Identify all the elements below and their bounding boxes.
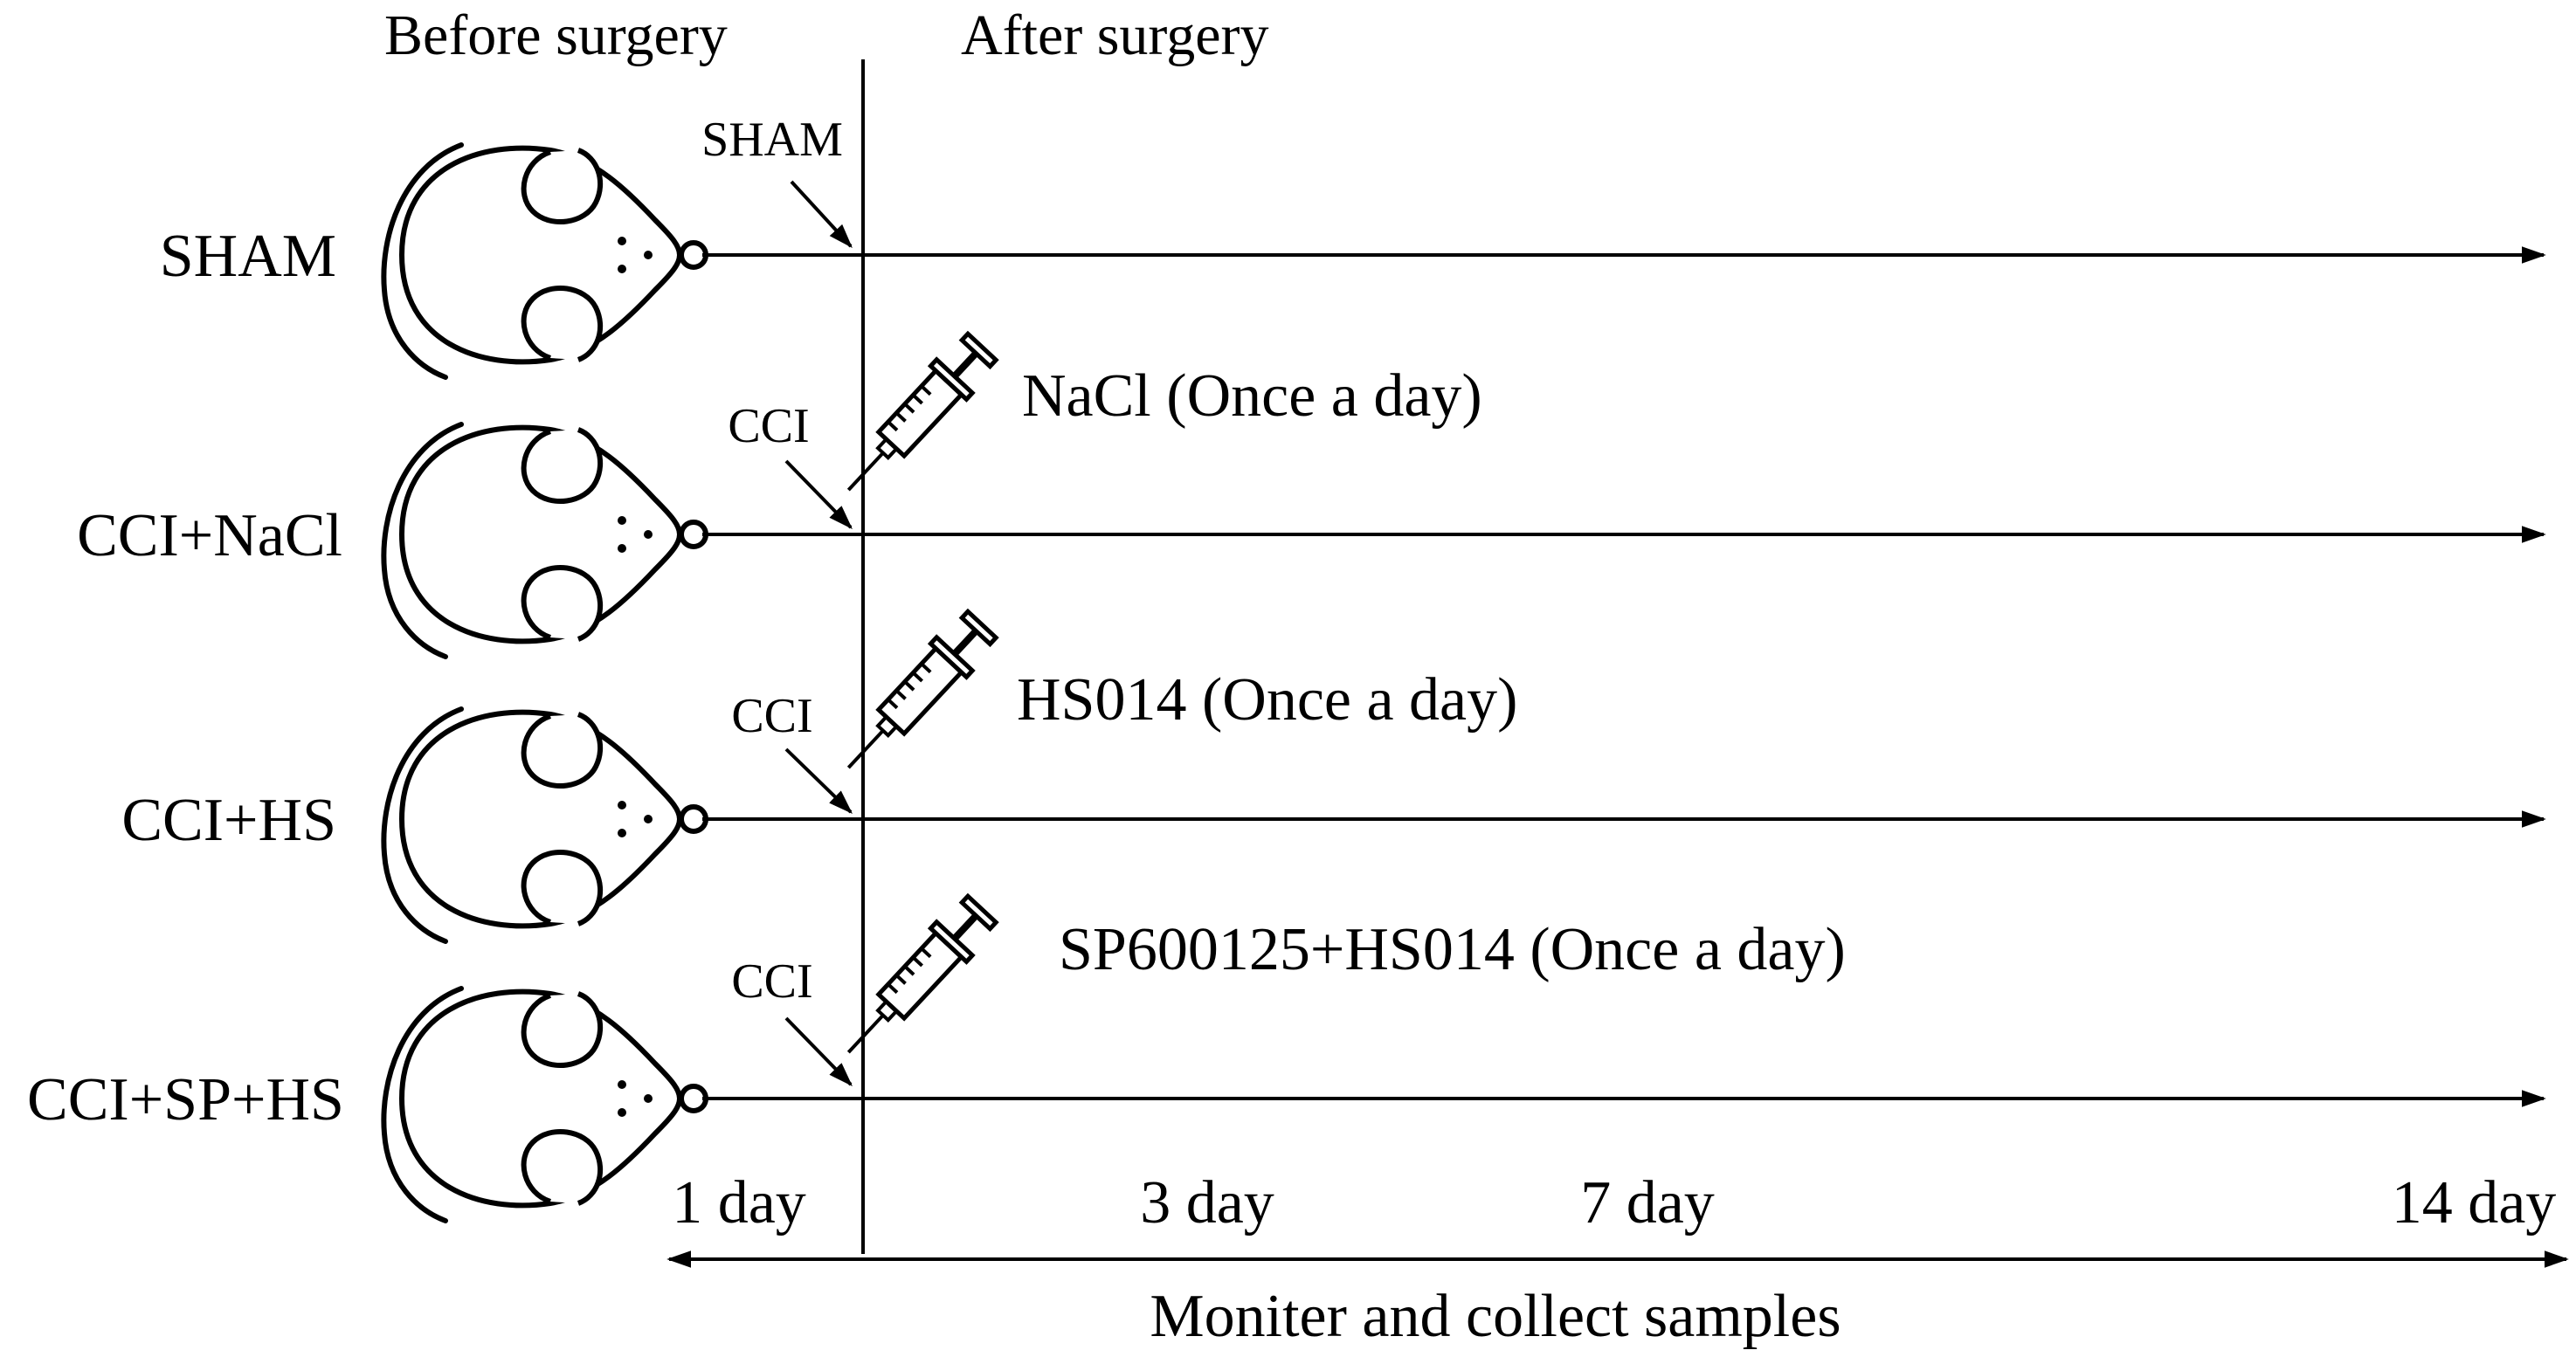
surgery-marker-label: CCI	[731, 689, 812, 743]
group-label: CCI+NaCl	[77, 502, 342, 569]
monitoring-caption: Moniter and collect samples	[1150, 1283, 1840, 1350]
surgery-marker-arrow	[790, 180, 853, 249]
treatment-label: NaCl (Once a day)	[1022, 362, 1482, 430]
group-label: SHAM	[160, 223, 336, 290]
timepoint-label: 3 day	[1140, 1169, 1274, 1236]
group-label: CCI+HS	[121, 787, 336, 854]
mouse-icon	[383, 424, 706, 657]
surgery-marker-arrow	[784, 459, 853, 530]
surgery-marker-label: SHAM	[701, 113, 843, 167]
header-before-surgery: Before surgery	[384, 3, 728, 67]
group-row-sham: SHAM SHAM	[160, 113, 2546, 377]
timepoint-label: 14 day	[2392, 1169, 2557, 1236]
timepoint-label: 1 day	[672, 1169, 806, 1236]
group-row-cci-hs: CCI+HS CCI HS014 (Once a day)	[121, 608, 2546, 941]
surgery-marker-arrow	[784, 747, 853, 814]
timepoint-label: 7 day	[1580, 1169, 1715, 1236]
surgery-marker-label: CCI	[731, 954, 812, 1009]
group-row-cci-sp-hs: CCI+SP+HS CCI SP600125+HS014 (Once a day…	[27, 892, 2546, 1221]
syringe-icon	[831, 330, 1000, 506]
syringe-icon	[831, 608, 1000, 784]
surgery-marker-arrow	[784, 1016, 853, 1087]
mouse-icon	[383, 145, 706, 377]
mouse-icon	[383, 988, 706, 1221]
group-row-cci-nacl: CCI+NaCl CCI NaCl (Once a day)	[77, 330, 2546, 657]
syringe-icon	[831, 892, 1000, 1069]
treatment-label: HS014 (Once a day)	[1017, 666, 1517, 734]
header-after-surgery: After surgery	[961, 3, 1269, 67]
treatment-label: SP600125+HS014 (Once a day)	[1059, 916, 1846, 983]
mouse-icon	[383, 709, 706, 941]
group-label: CCI+SP+HS	[27, 1066, 344, 1133]
surgery-marker-label: CCI	[728, 399, 809, 453]
